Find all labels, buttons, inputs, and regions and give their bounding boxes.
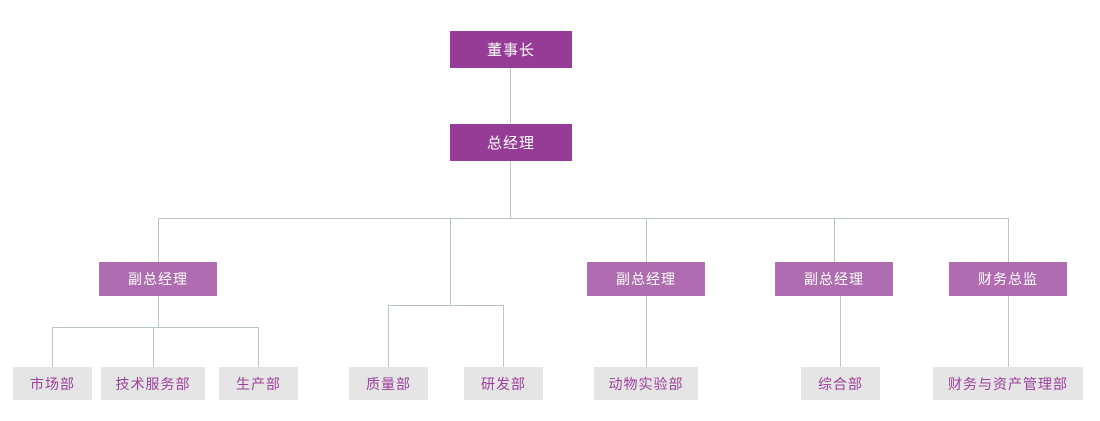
connector-to-tech-service-dept <box>153 327 154 367</box>
connector-gm-to-bus <box>510 160 511 218</box>
connector-to-production-dept <box>258 327 259 367</box>
node-general-manager[interactable]: 总经理 <box>450 124 572 161</box>
connector-deputy-1-down <box>158 296 159 327</box>
node-deputy-gm-2[interactable]: 副总经理 <box>587 262 705 296</box>
node-cfo[interactable]: 财务总监 <box>949 262 1067 296</box>
node-deputy-gm-3[interactable]: 副总经理 <box>775 262 893 296</box>
connector-level2-bus <box>158 218 1009 219</box>
connector-bus-to-deputy-1 <box>158 218 159 262</box>
connector-to-rd-dept <box>503 305 504 367</box>
connector-bus-to-branch-quality-rd <box>450 218 451 305</box>
node-quality-dept[interactable]: 质量部 <box>349 367 428 400</box>
node-animal-lab-dept[interactable]: 动物实验部 <box>594 367 698 400</box>
connector-to-finance-asset-dept <box>1008 296 1009 367</box>
node-tech-service-dept[interactable]: 技术服务部 <box>101 367 205 400</box>
node-deputy-gm-1[interactable]: 副总经理 <box>99 262 217 296</box>
node-general-affairs-dept[interactable]: 综合部 <box>801 367 880 400</box>
connector-bus-to-deputy-2 <box>646 218 647 262</box>
node-marketing-dept[interactable]: 市场部 <box>13 367 92 400</box>
connector-bus-to-cfo <box>1008 218 1009 262</box>
connector-quality-rd-bus <box>388 305 504 306</box>
connector-to-animal-lab-dept <box>646 296 647 367</box>
connector-bus-to-deputy-3 <box>834 218 835 262</box>
node-production-dept[interactable]: 生产部 <box>219 367 298 400</box>
node-chairman[interactable]: 董事长 <box>450 31 572 68</box>
connector-chairman-to-gm <box>510 68 511 123</box>
node-rd-dept[interactable]: 研发部 <box>464 367 543 400</box>
node-finance-asset-dept[interactable]: 财务与资产管理部 <box>933 367 1083 400</box>
connector-deputy-1-bus <box>52 327 258 328</box>
connector-to-quality-dept <box>388 305 389 367</box>
connector-to-marketing-dept <box>52 327 53 367</box>
connector-to-general-affairs-dept <box>840 296 841 367</box>
